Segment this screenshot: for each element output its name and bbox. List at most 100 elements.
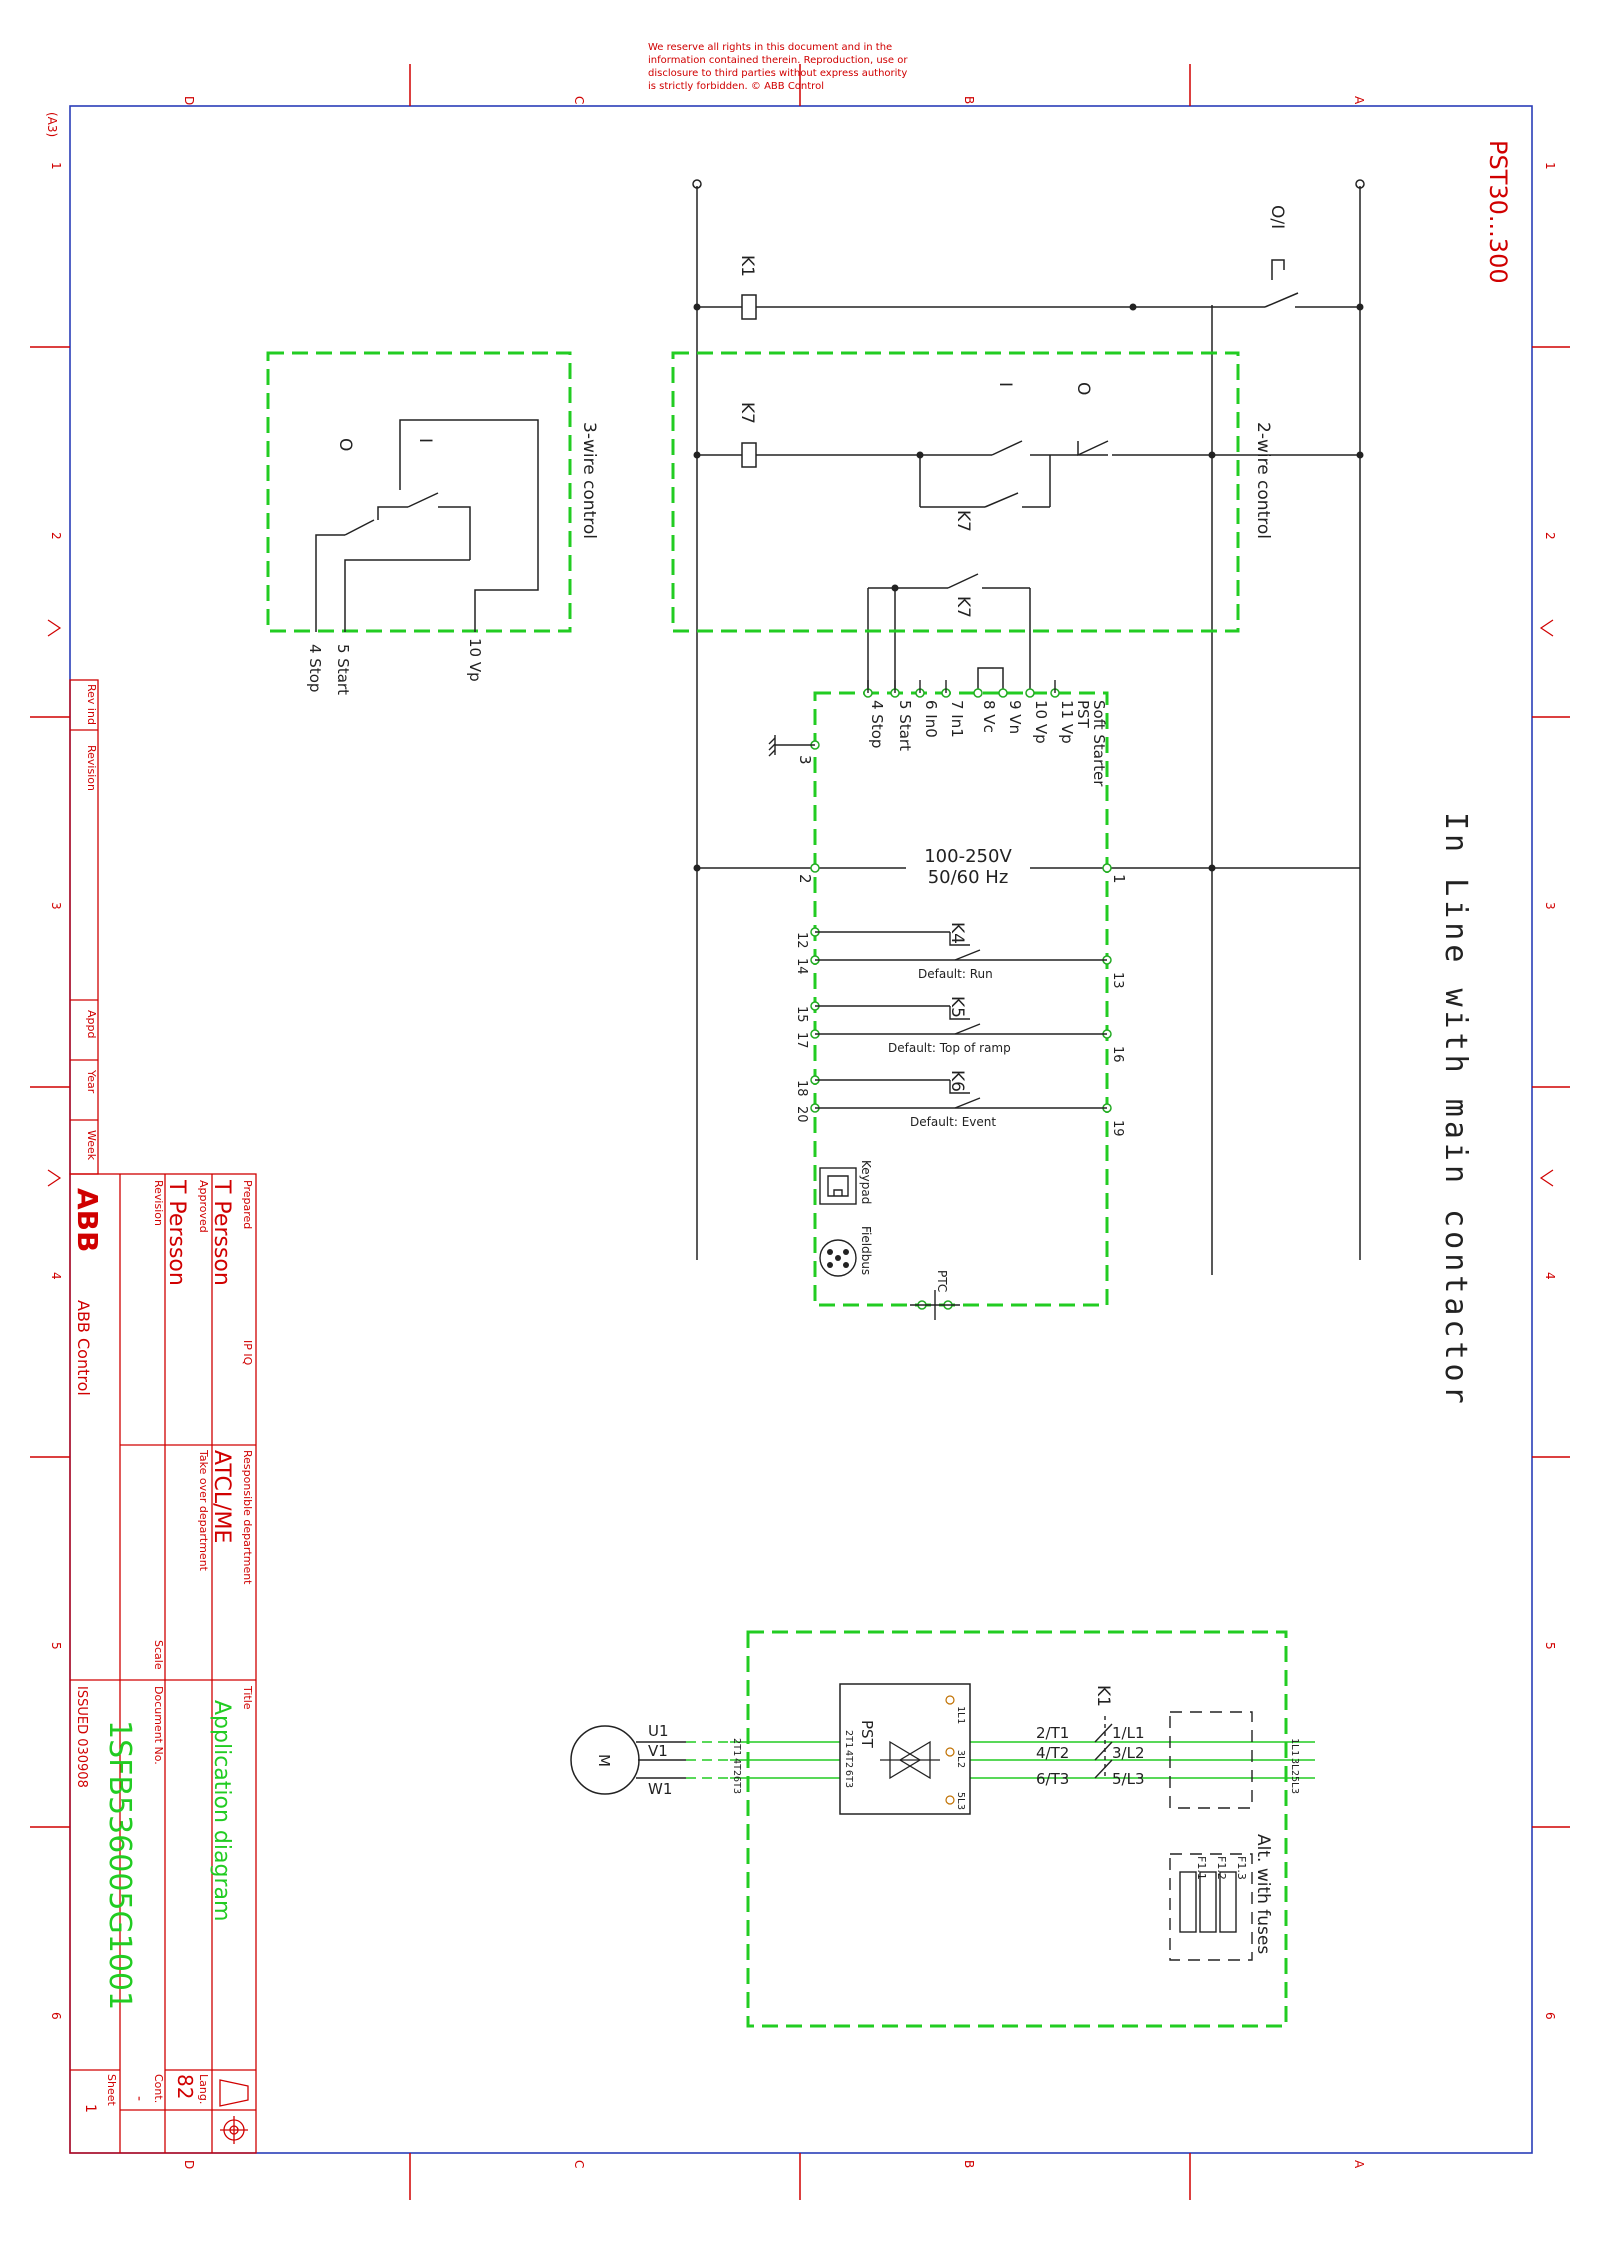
- frame-number-left-4: 4: [49, 1272, 63, 1280]
- ss-term-1: 1: [1110, 874, 1128, 884]
- scale-label: Scale: [152, 1640, 165, 1670]
- line-term-5l3: 5L3: [1289, 1776, 1300, 1794]
- ss-term-9: 9 Vn: [1006, 700, 1024, 734]
- k1-line-3l2: 3/L2: [1112, 1744, 1145, 1762]
- three-wire-label: 3-wire control: [579, 422, 599, 539]
- frame-number-right-2: 2: [1543, 532, 1557, 540]
- soft-starter-title: Soft Starter: [1090, 700, 1108, 787]
- pst-label: PST: [858, 1720, 876, 1749]
- keypad-label: Keypad: [859, 1160, 873, 1204]
- frame-number-left-5: 5: [49, 1642, 63, 1650]
- ss-term-10: 10 Vp: [1032, 700, 1050, 744]
- pst-out-4t2: 4T2: [843, 1750, 854, 1768]
- revision-label: Revision: [152, 1180, 165, 1226]
- frame-number-right-1: 1: [1543, 162, 1557, 170]
- fuse-f1-3: [1219, 1871, 1237, 1933]
- k1-line-4t2: 4/T2: [1036, 1744, 1069, 1762]
- sheet-label: Sheet: [105, 2074, 118, 2106]
- ss-term-5: 5 Start: [896, 700, 914, 751]
- three-wire-term-vp: 10 Vp: [466, 638, 484, 682]
- phase-w1: W1: [648, 1780, 672, 1798]
- fuse-f1-1: [1179, 1871, 1197, 1933]
- relay-k6-t20: 20: [794, 1106, 809, 1123]
- motor-side-2t1: 2T1: [731, 1738, 742, 1756]
- relay-k5-t16: 16: [1110, 1046, 1125, 1063]
- soft-starter-sub: PST: [1074, 700, 1092, 729]
- frame-number-left-3: 3: [49, 902, 63, 910]
- k1-main-label: K1: [1093, 1685, 1113, 1707]
- responsible-label: Responsible department: [241, 1450, 254, 1585]
- frame-letter-bottom-b: B: [962, 2160, 976, 2168]
- ss-term-8: 8 Vc: [980, 700, 998, 733]
- frame-number-right-5: 5: [1543, 1642, 1557, 1650]
- frame-number-right-4: 4: [1543, 1272, 1557, 1280]
- keypad-icon: [819, 1167, 857, 1205]
- frame-letter-top-d: D: [182, 96, 196, 105]
- three-wire-term-stop: 4 Stop: [306, 644, 324, 692]
- document-number: 1SFB536005G1001: [102, 1720, 137, 2010]
- relay-k4-t13: 13: [1110, 972, 1125, 989]
- k1-line-1l1: 1/L1: [1112, 1724, 1145, 1742]
- k1-coil-label: K1: [737, 255, 757, 277]
- sheet-value: 1: [82, 2104, 98, 2113]
- company-name: ABB Control: [74, 1300, 93, 1396]
- line-term-3l2: 3L2: [1289, 1758, 1300, 1776]
- year-label: Year: [85, 1069, 98, 1094]
- abb-logo: ABB: [71, 1188, 104, 1252]
- title-label: Title: [241, 1685, 254, 1710]
- fuse-label-f1-3: F1.3: [1235, 1856, 1248, 1880]
- supply-frequency: 50/60 Hz: [928, 867, 1009, 888]
- responsible-value: ATCL/ME: [209, 1450, 234, 1543]
- motor-side-6t3: 6T3: [731, 1776, 742, 1794]
- ss-term-4: 4 Stop: [868, 700, 886, 748]
- lang-value: 82: [173, 2074, 197, 2099]
- relay-k5-t15: 15: [794, 1006, 809, 1023]
- week-label: Week: [85, 1130, 98, 1161]
- frame-number-left-6: 6: [49, 2012, 63, 2020]
- pst-in-1l1: 1L1: [955, 1706, 966, 1724]
- frame-number-left-1: 1: [49, 162, 63, 170]
- relay-k4-t12: 12: [794, 932, 809, 949]
- drawing-title: Application diagram: [209, 1700, 234, 1921]
- revision-strip-label: Revision: [85, 745, 98, 791]
- ip-labels: IP IQ: [241, 1340, 254, 1366]
- prepared-value: T Persson: [209, 1179, 234, 1286]
- ss-term-2: 2: [796, 874, 814, 884]
- takeover-label: Take over department: [197, 1449, 210, 1572]
- rev-ind-label: Rev ind: [85, 684, 98, 725]
- model-label: PST30...300: [1484, 140, 1512, 284]
- frame-letter-bottom-d: D: [182, 2160, 196, 2169]
- two-wire-label: 2-wire control: [1253, 422, 1273, 539]
- docno-label: Document No.: [152, 1686, 165, 1765]
- q-switch-label: O/I: [1267, 205, 1287, 229]
- frame-number-right-6: 6: [1543, 2012, 1557, 2020]
- stop-button-3w-label: O: [335, 438, 355, 451]
- issued-stamp: ISSUED 030908: [74, 1686, 89, 1788]
- frame-letter-top-b: B: [962, 96, 976, 104]
- pst-block: [839, 1683, 971, 1815]
- notice-line-3: disclosure to third parties without expr…: [648, 68, 907, 79]
- ss-term-6: 6 In0: [922, 700, 940, 738]
- cont-value: -: [131, 2096, 147, 2101]
- k1-line-5l3: 5/L3: [1112, 1770, 1145, 1788]
- notice-line-4: is strictly forbidden. © ABB Control: [648, 81, 824, 92]
- notice-line-2: information contained therein. Reproduct…: [648, 55, 908, 66]
- title-block: [69, 1173, 257, 2154]
- relay-k6-name: K6: [947, 1070, 967, 1092]
- ss-term-11: 11 Vp: [1058, 700, 1076, 744]
- fieldbus-connector-icon: [819, 1239, 857, 1277]
- pst-in-3l2: 3L2: [955, 1750, 966, 1768]
- pst-out-6t3: 6T3: [843, 1770, 854, 1788]
- phase-u1: U1: [648, 1722, 669, 1740]
- ptc-label: PTC: [935, 1270, 949, 1292]
- relay-k4-name: K4: [947, 922, 967, 944]
- notice-line-1: We reserve all rights in this document a…: [648, 42, 892, 53]
- prepared-label: Prepared: [241, 1180, 254, 1229]
- ss-term-ground: 3: [796, 755, 814, 765]
- frame-corner-mark: (A3): [45, 112, 59, 137]
- phase-v1: V1: [648, 1742, 668, 1760]
- cont-label: Cont.: [152, 2074, 165, 2103]
- frame-letter-bottom-a: A: [1352, 2160, 1366, 2169]
- relay-k6-t18: 18: [794, 1080, 809, 1097]
